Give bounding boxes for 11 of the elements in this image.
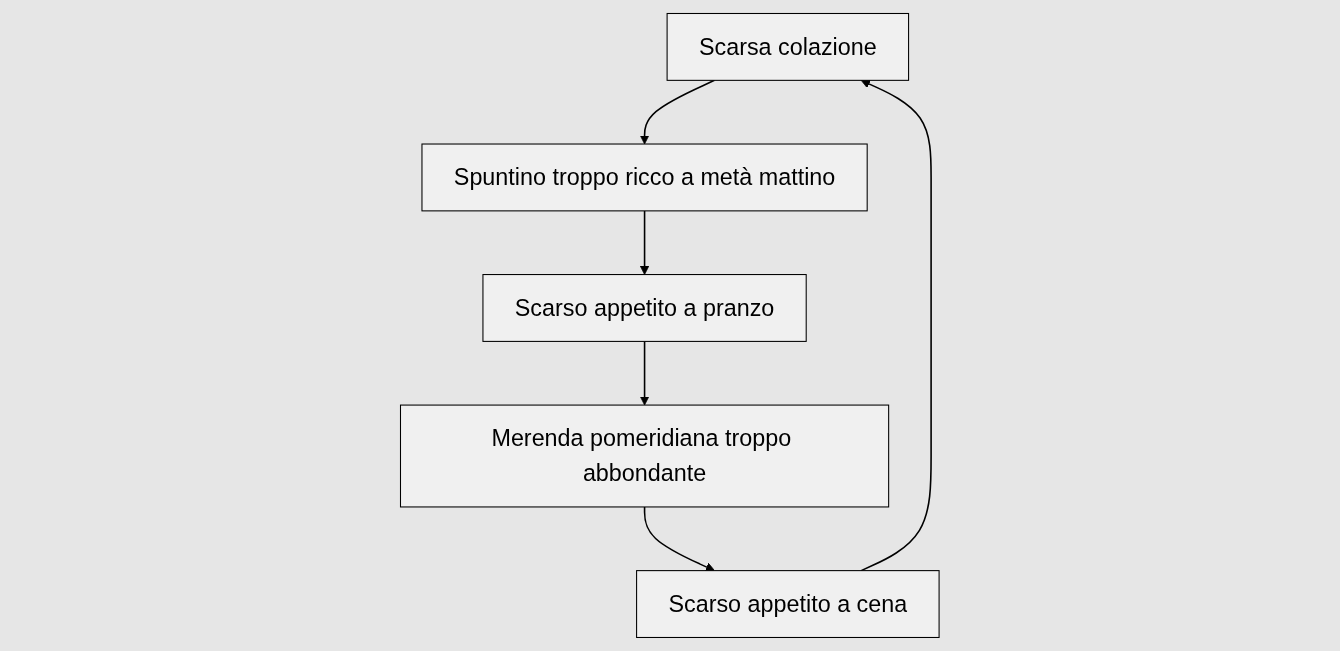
node-box bbox=[636, 570, 940, 638]
node-box bbox=[482, 274, 807, 342]
flowchart: Scarsa colazione Spuntino troppo ricco a metà mattino Scarso appetito a pranzo Merenda pomeridiana troppo abbondante Scarso appetito a cena bbox=[392, 5, 948, 646]
arrow bbox=[860, 79, 933, 572]
arrow bbox=[640, 79, 716, 145]
arrow bbox=[644, 506, 716, 572]
node-box bbox=[400, 404, 890, 508]
arrow bbox=[640, 210, 650, 275]
node-box bbox=[421, 143, 868, 212]
arrow bbox=[640, 340, 650, 406]
node-box bbox=[666, 13, 910, 81]
